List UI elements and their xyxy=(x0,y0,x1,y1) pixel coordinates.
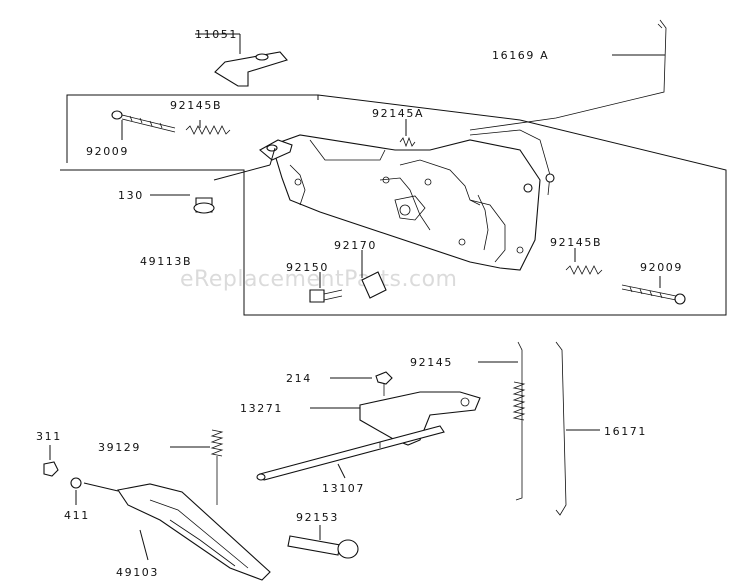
label-92170: 92170 xyxy=(334,239,377,252)
part-11051-bracket xyxy=(195,33,288,87)
part-16171-rod xyxy=(515,341,600,516)
label-214: 214 xyxy=(286,372,312,385)
label-16171: 16171 xyxy=(604,425,647,438)
part-13107-shaft xyxy=(256,425,445,481)
label-92153: 92153 xyxy=(296,511,339,524)
label-16169a: 16169 A xyxy=(492,49,549,62)
label-92145b-mid: 92145B xyxy=(550,236,602,249)
label-13271: 13271 xyxy=(240,402,283,415)
label-92145a: 92145A xyxy=(372,107,424,120)
label-92150: 92150 xyxy=(286,261,329,274)
part-92145b-mid-spring xyxy=(565,248,603,275)
upper-assembly-frame xyxy=(60,94,727,316)
part-92153-bolt xyxy=(287,525,359,559)
part-130-bolt xyxy=(150,147,276,214)
label-92009-mid: 92009 xyxy=(640,261,683,274)
label-49113b: 49113B xyxy=(140,255,192,268)
label-130: 130 xyxy=(118,189,144,202)
label-11051: 11051 xyxy=(195,28,238,41)
part-labels: 11051 16169 A 92145B 92145A 92009 130 92… xyxy=(36,28,683,579)
label-92145b-top: 92145B xyxy=(170,99,222,112)
part-92009-upper-screw xyxy=(111,110,176,140)
watermark: eReplacementParts.com xyxy=(180,267,457,292)
part-16169a-rod xyxy=(469,19,667,131)
part-411-washer xyxy=(70,477,119,505)
part-49103-lever xyxy=(117,483,271,581)
part-214-screw xyxy=(330,371,393,396)
part-92145-spring xyxy=(478,361,526,421)
part-49113b-plate xyxy=(259,129,555,271)
label-39129: 39129 xyxy=(98,441,141,454)
label-411: 411 xyxy=(64,509,90,522)
part-13271-plate xyxy=(310,391,481,446)
part-92170-clip xyxy=(361,250,387,299)
label-92145: 92145 xyxy=(410,356,453,369)
part-92150-bolt xyxy=(309,272,343,303)
part-311-nut xyxy=(43,445,59,477)
label-13107: 13107 xyxy=(322,482,365,495)
label-49103: 49103 xyxy=(116,566,159,579)
part-92145b-upper-spring xyxy=(185,120,231,135)
part-92145a-spring xyxy=(399,119,416,148)
label-92009-top: 92009 xyxy=(86,145,129,158)
part-39129-spring xyxy=(170,429,224,505)
label-311: 311 xyxy=(36,430,62,443)
part-92009-mid-screw xyxy=(621,276,686,305)
